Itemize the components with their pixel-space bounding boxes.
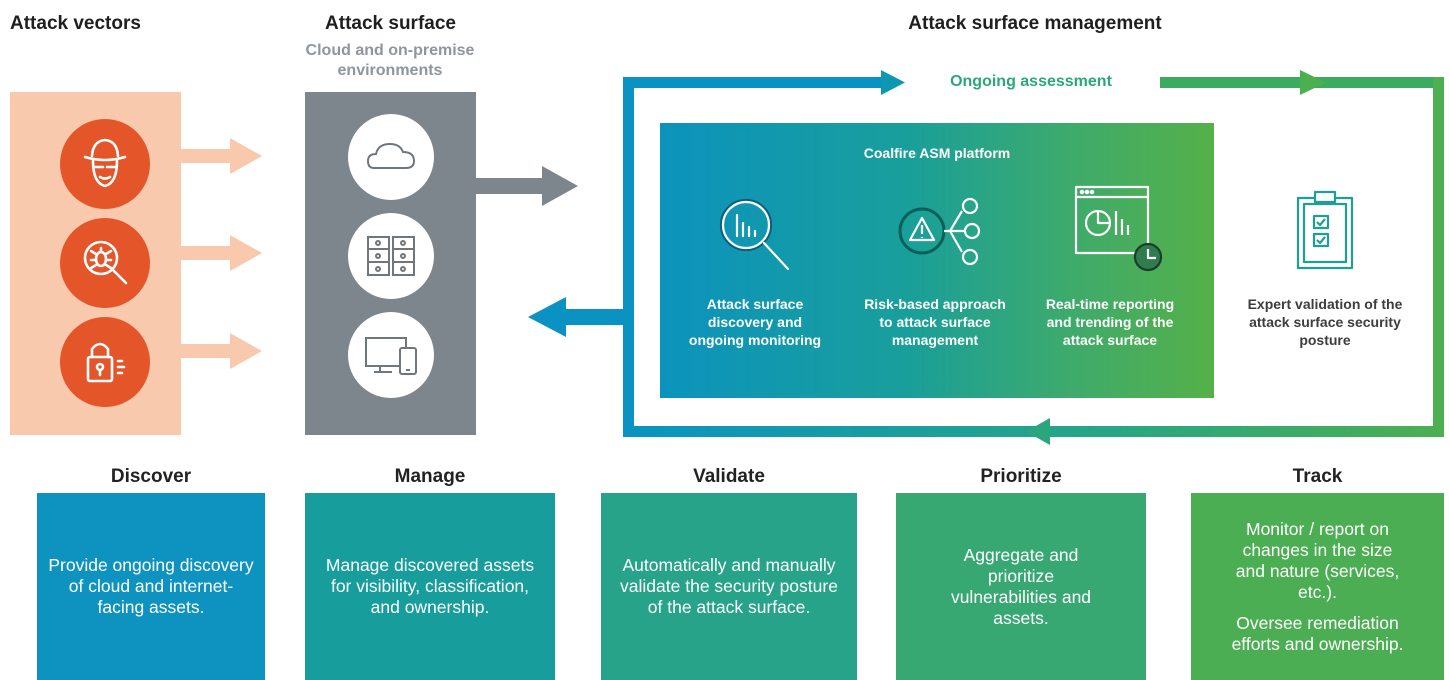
step-text: Monitor / report on changes in the size … (1235, 518, 1400, 602)
bug-search-icon (60, 218, 150, 308)
return-arrow (528, 297, 628, 337)
platform-item-label: Attack surface discovery and ongoing mon… (688, 296, 822, 348)
step-title-validate: Validate (693, 466, 765, 487)
surface-arrow (476, 166, 578, 206)
lock-phone-icon (60, 317, 150, 407)
step-title-track: Track (1292, 466, 1343, 487)
devices-icon (348, 312, 434, 398)
step-box-prioritize: Aggregate and prioritize vulnerabilities… (896, 493, 1146, 680)
vector-arrow (181, 138, 262, 174)
step-box-manage: Manage discovered assets for visibility,… (305, 493, 555, 680)
asm-heading: Attack surface management (908, 13, 1162, 34)
attack-surface-panel (305, 92, 476, 435)
platform-item-label: Risk-based approach to attack surface ma… (864, 296, 1006, 348)
risk-network-icon (892, 189, 982, 279)
magnifier-chart-icon (708, 189, 798, 279)
step-box-validate: Automatically and manually validate the … (601, 493, 857, 680)
attack-surface-heading: Attack surface (325, 13, 456, 34)
step-box-track: Monitor / report on changes in the size … (1191, 493, 1444, 680)
attack-vectors-panel (10, 92, 181, 435)
step-title-discover: Discover (110, 466, 192, 487)
step-text-secondary: Oversee remediation efforts and ownershi… (1231, 612, 1404, 654)
report-clock-icon (1072, 183, 1172, 273)
platform-title: Coalfire ASM platform (863, 145, 1011, 161)
step-box-discover: Provide ongoing discovery of cloud and i… (37, 493, 265, 680)
vector-arrow (181, 235, 262, 271)
attack-vectors-heading: Attack vectors (10, 13, 141, 34)
step-text: Manage discovered assets for visibility,… (325, 555, 535, 617)
step-title-prioritize: Prioritize (980, 466, 1062, 487)
platform-item-label: Real-time reporting and trending of the … (1045, 296, 1175, 348)
step-text: Automatically and manually validate the … (620, 555, 838, 617)
step-text: Aggregate and prioritize vulnerabilities… (950, 544, 1092, 628)
step-text: Provide ongoing discovery of cloud and i… (48, 555, 254, 617)
step-title-manage: Manage (394, 466, 466, 487)
ongoing-assessment-label: Ongoing assessment (950, 73, 1112, 90)
vector-arrow (181, 333, 262, 369)
cloud-icon (348, 114, 434, 200)
attack-surface-subheading: Cloud and on-premise environments (305, 42, 475, 79)
expert-validation-label: Expert validation of the attack surface … (1247, 296, 1403, 348)
server-rack-icon (348, 213, 434, 299)
clipboard-checklist-icon (1290, 188, 1360, 272)
hacker-icon (60, 119, 150, 209)
asm-platform-panel: Coalfire ASM platform Attack surface dis… (660, 123, 1214, 398)
